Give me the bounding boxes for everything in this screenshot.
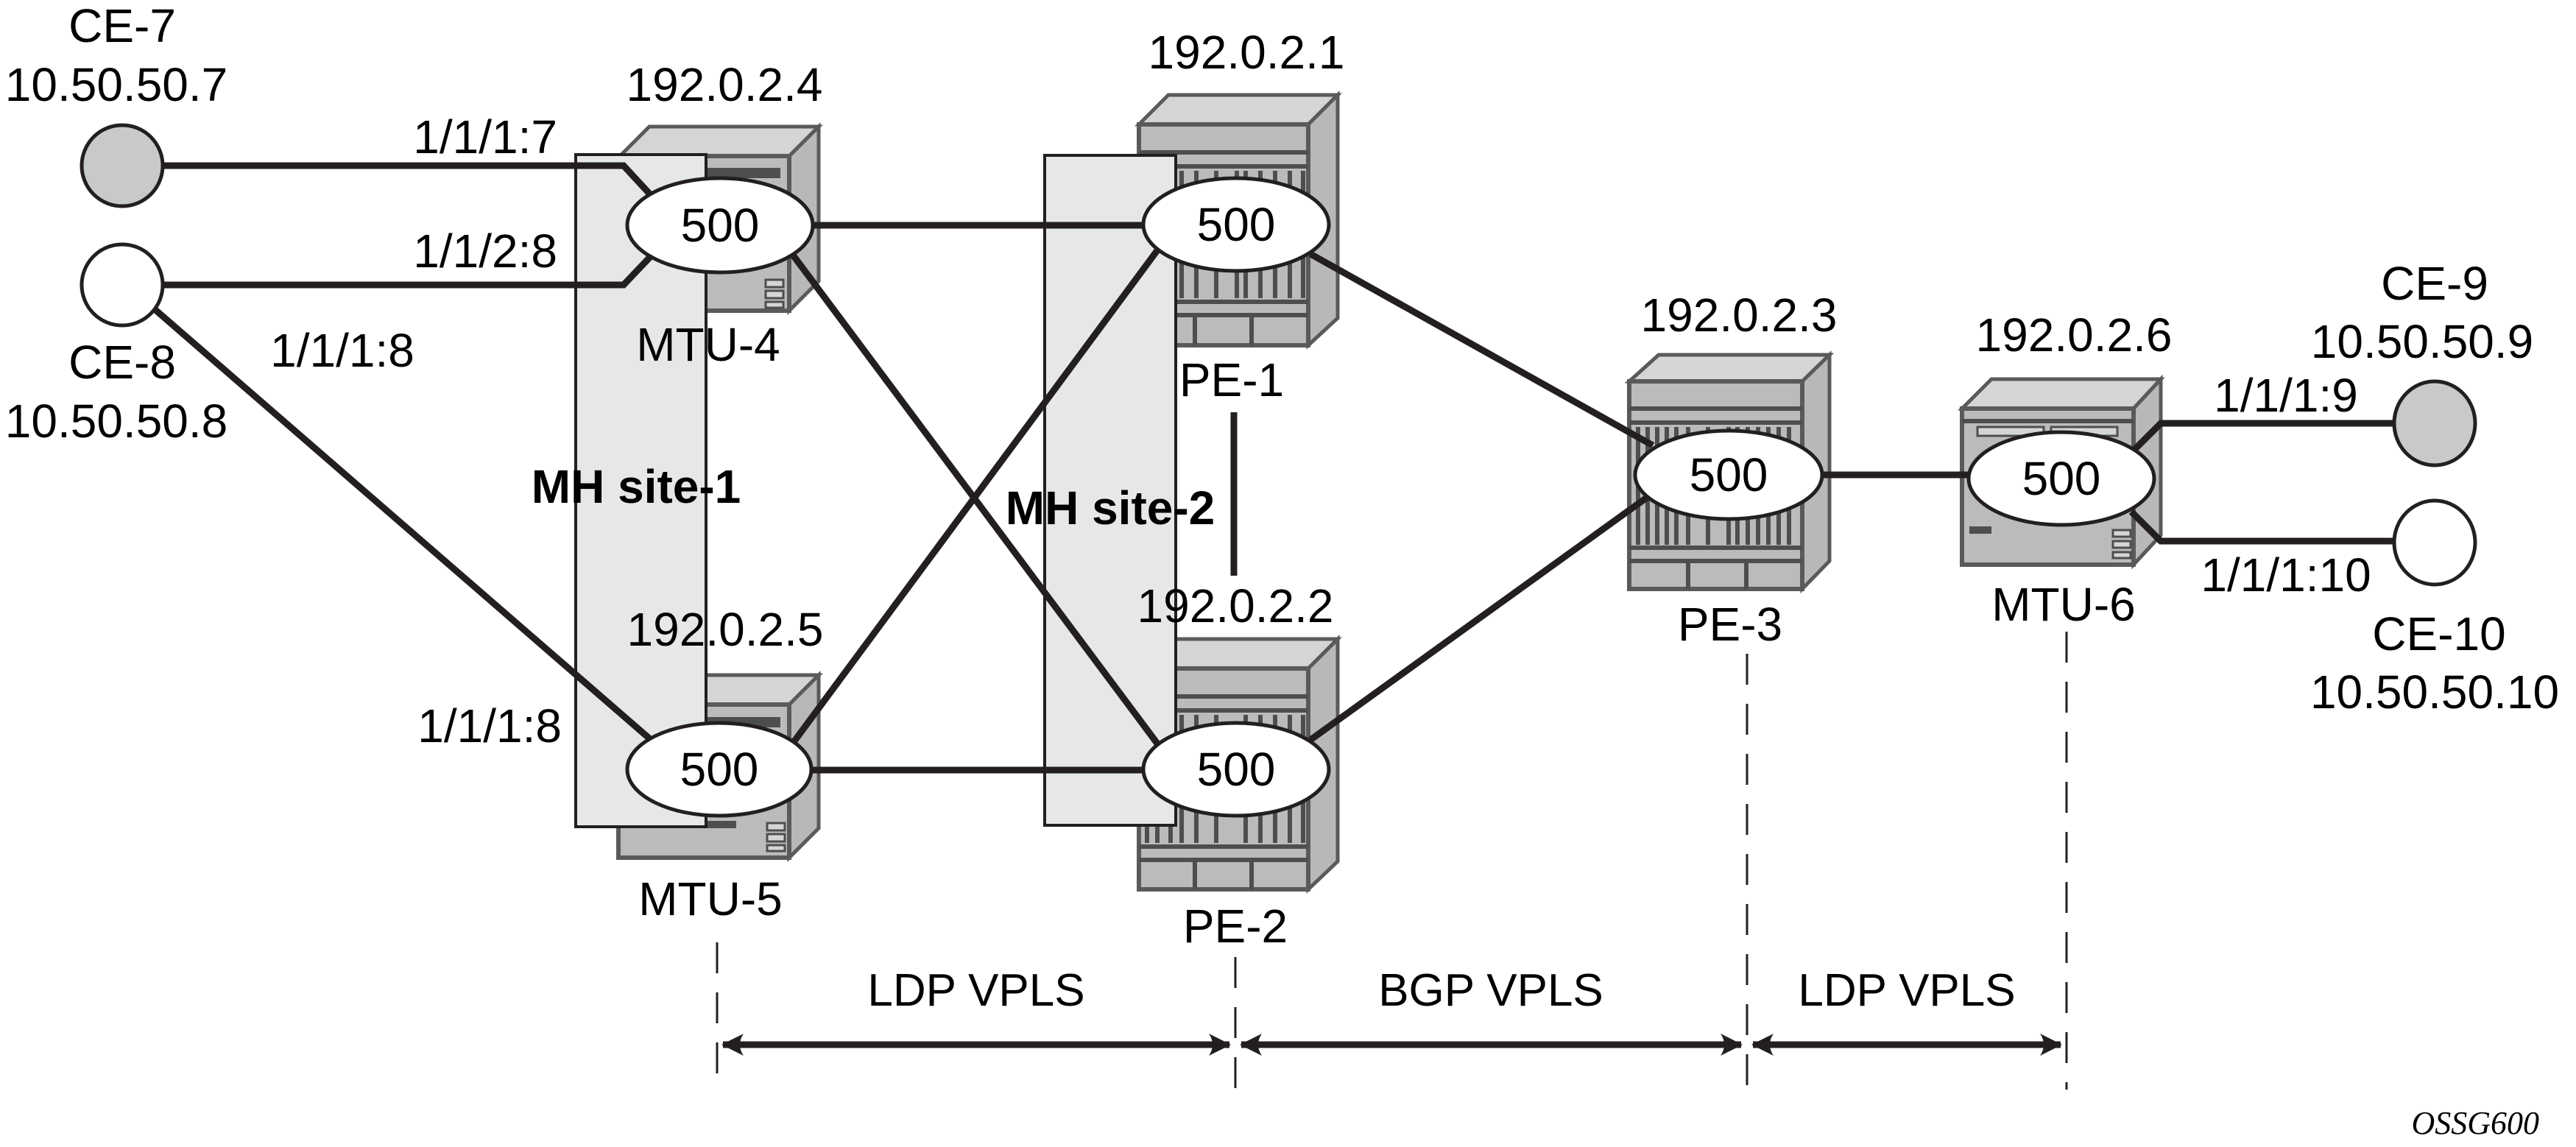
ce8-node-icon[interactable] [80, 242, 165, 328]
service-id: 500 [680, 743, 759, 796]
domain-boundaries [716, 632, 2068, 1090]
domain-label: LDP VPLS [867, 965, 1084, 1016]
sap-link-ce8-mtu5 [152, 306, 652, 741]
service-id: 500 [1690, 448, 1768, 501]
sap-link-ce7-mtu4 [163, 162, 654, 198]
service-id: 500 [2022, 452, 2101, 505]
sap-label-1-1-1-8-ce: 1/1/1:8 [270, 324, 414, 377]
links [152, 162, 2394, 774]
pe1-ip: 192.0.2.1 [1148, 26, 1345, 79]
domain-ldp-vpls-right: LDP VPLS [1751, 965, 2062, 1056]
mtu6-ip: 192.0.2.6 [1976, 308, 2173, 361]
mtu6-name: MTU-6 [1991, 578, 2136, 631]
service-id: 500 [1197, 198, 1276, 251]
mh-site-2-label: MH site-2 [1006, 481, 1215, 534]
pe2-ip: 192.0.2.2 [1137, 579, 1334, 632]
domain-ldp-vpls-left: LDP VPLS [721, 965, 1231, 1056]
sap-label-1-1-2-8: 1/1/2:8 [413, 225, 557, 278]
ce8-name: CE-8 [68, 336, 176, 389]
domain-label: BGP VPLS [1378, 965, 1603, 1016]
ce8-ip: 10.50.50.8 [5, 395, 228, 448]
pe3-ip: 192.0.2.3 [1641, 289, 1838, 342]
mtu5-ip: 192.0.2.5 [627, 603, 824, 656]
vpls-instance-pe2[interactable]: 500 [1141, 721, 1331, 818]
sap-label-1-1-1-10: 1/1/1:10 [2201, 548, 2371, 601]
link-pe1-pe3 [1308, 251, 1655, 448]
ce10-node-icon[interactable] [2392, 498, 2477, 587]
service-id: 500 [681, 199, 760, 252]
sap-link-mtu6-ce9 [2128, 420, 2394, 456]
figure-id: OSSG600 [2411, 1105, 2539, 1141]
sap-link-ce8-mtu4 [163, 253, 654, 289]
ce7-node-icon[interactable] [80, 123, 165, 208]
link-mtu5-pe1 [791, 248, 1160, 744]
ce10-ip: 10.50.50.10 [2310, 666, 2559, 719]
mh-site-2-box [1043, 154, 1177, 827]
ce9-ip: 10.50.50.9 [2311, 315, 2534, 368]
mtu5-name: MTU-5 [638, 872, 783, 925]
ce7-name: CE-7 [68, 0, 176, 52]
domain-label: LDP VPLS [1798, 965, 2015, 1016]
vpls-instance-pe3[interactable]: 500 [1633, 428, 1824, 521]
ce9-node-icon[interactable] [2392, 379, 2477, 467]
service-id: 500 [1197, 743, 1276, 796]
ce7-ip: 10.50.50.7 [5, 58, 228, 111]
sap-link-mtu6-ce10 [2128, 509, 2394, 545]
ce10-name: CE-10 [2372, 607, 2505, 660]
sap-label-1-1-1-7: 1/1/1:7 [413, 110, 557, 163]
vpls-instance-mtu4[interactable]: 500 [625, 176, 815, 275]
vpls-instance-mtu5[interactable]: 500 [625, 721, 814, 818]
mtu4-ip: 192.0.2.4 [627, 58, 823, 111]
mtu4-name: MTU-4 [636, 318, 780, 371]
pe3-name: PE-3 [1678, 598, 1782, 651]
vpls-instance-pe1[interactable]: 500 [1141, 176, 1331, 273]
sap-label-1-1-1-8-mtu5: 1/1/1:8 [417, 699, 562, 752]
link-pe2-pe3 [1308, 490, 1655, 743]
ce9-name: CE-9 [2381, 257, 2488, 310]
domain-bgp-vpls: BGP VPLS [1240, 965, 1743, 1056]
pe1-name: PE-1 [1179, 353, 1284, 406]
pe2-name: PE-2 [1183, 900, 1288, 953]
vpls-instance-mtu6[interactable]: 500 [1966, 430, 2156, 527]
sap-label-1-1-1-9: 1/1/1:9 [2214, 369, 2358, 422]
mh-site-1-label: MH site-1 [532, 460, 741, 513]
